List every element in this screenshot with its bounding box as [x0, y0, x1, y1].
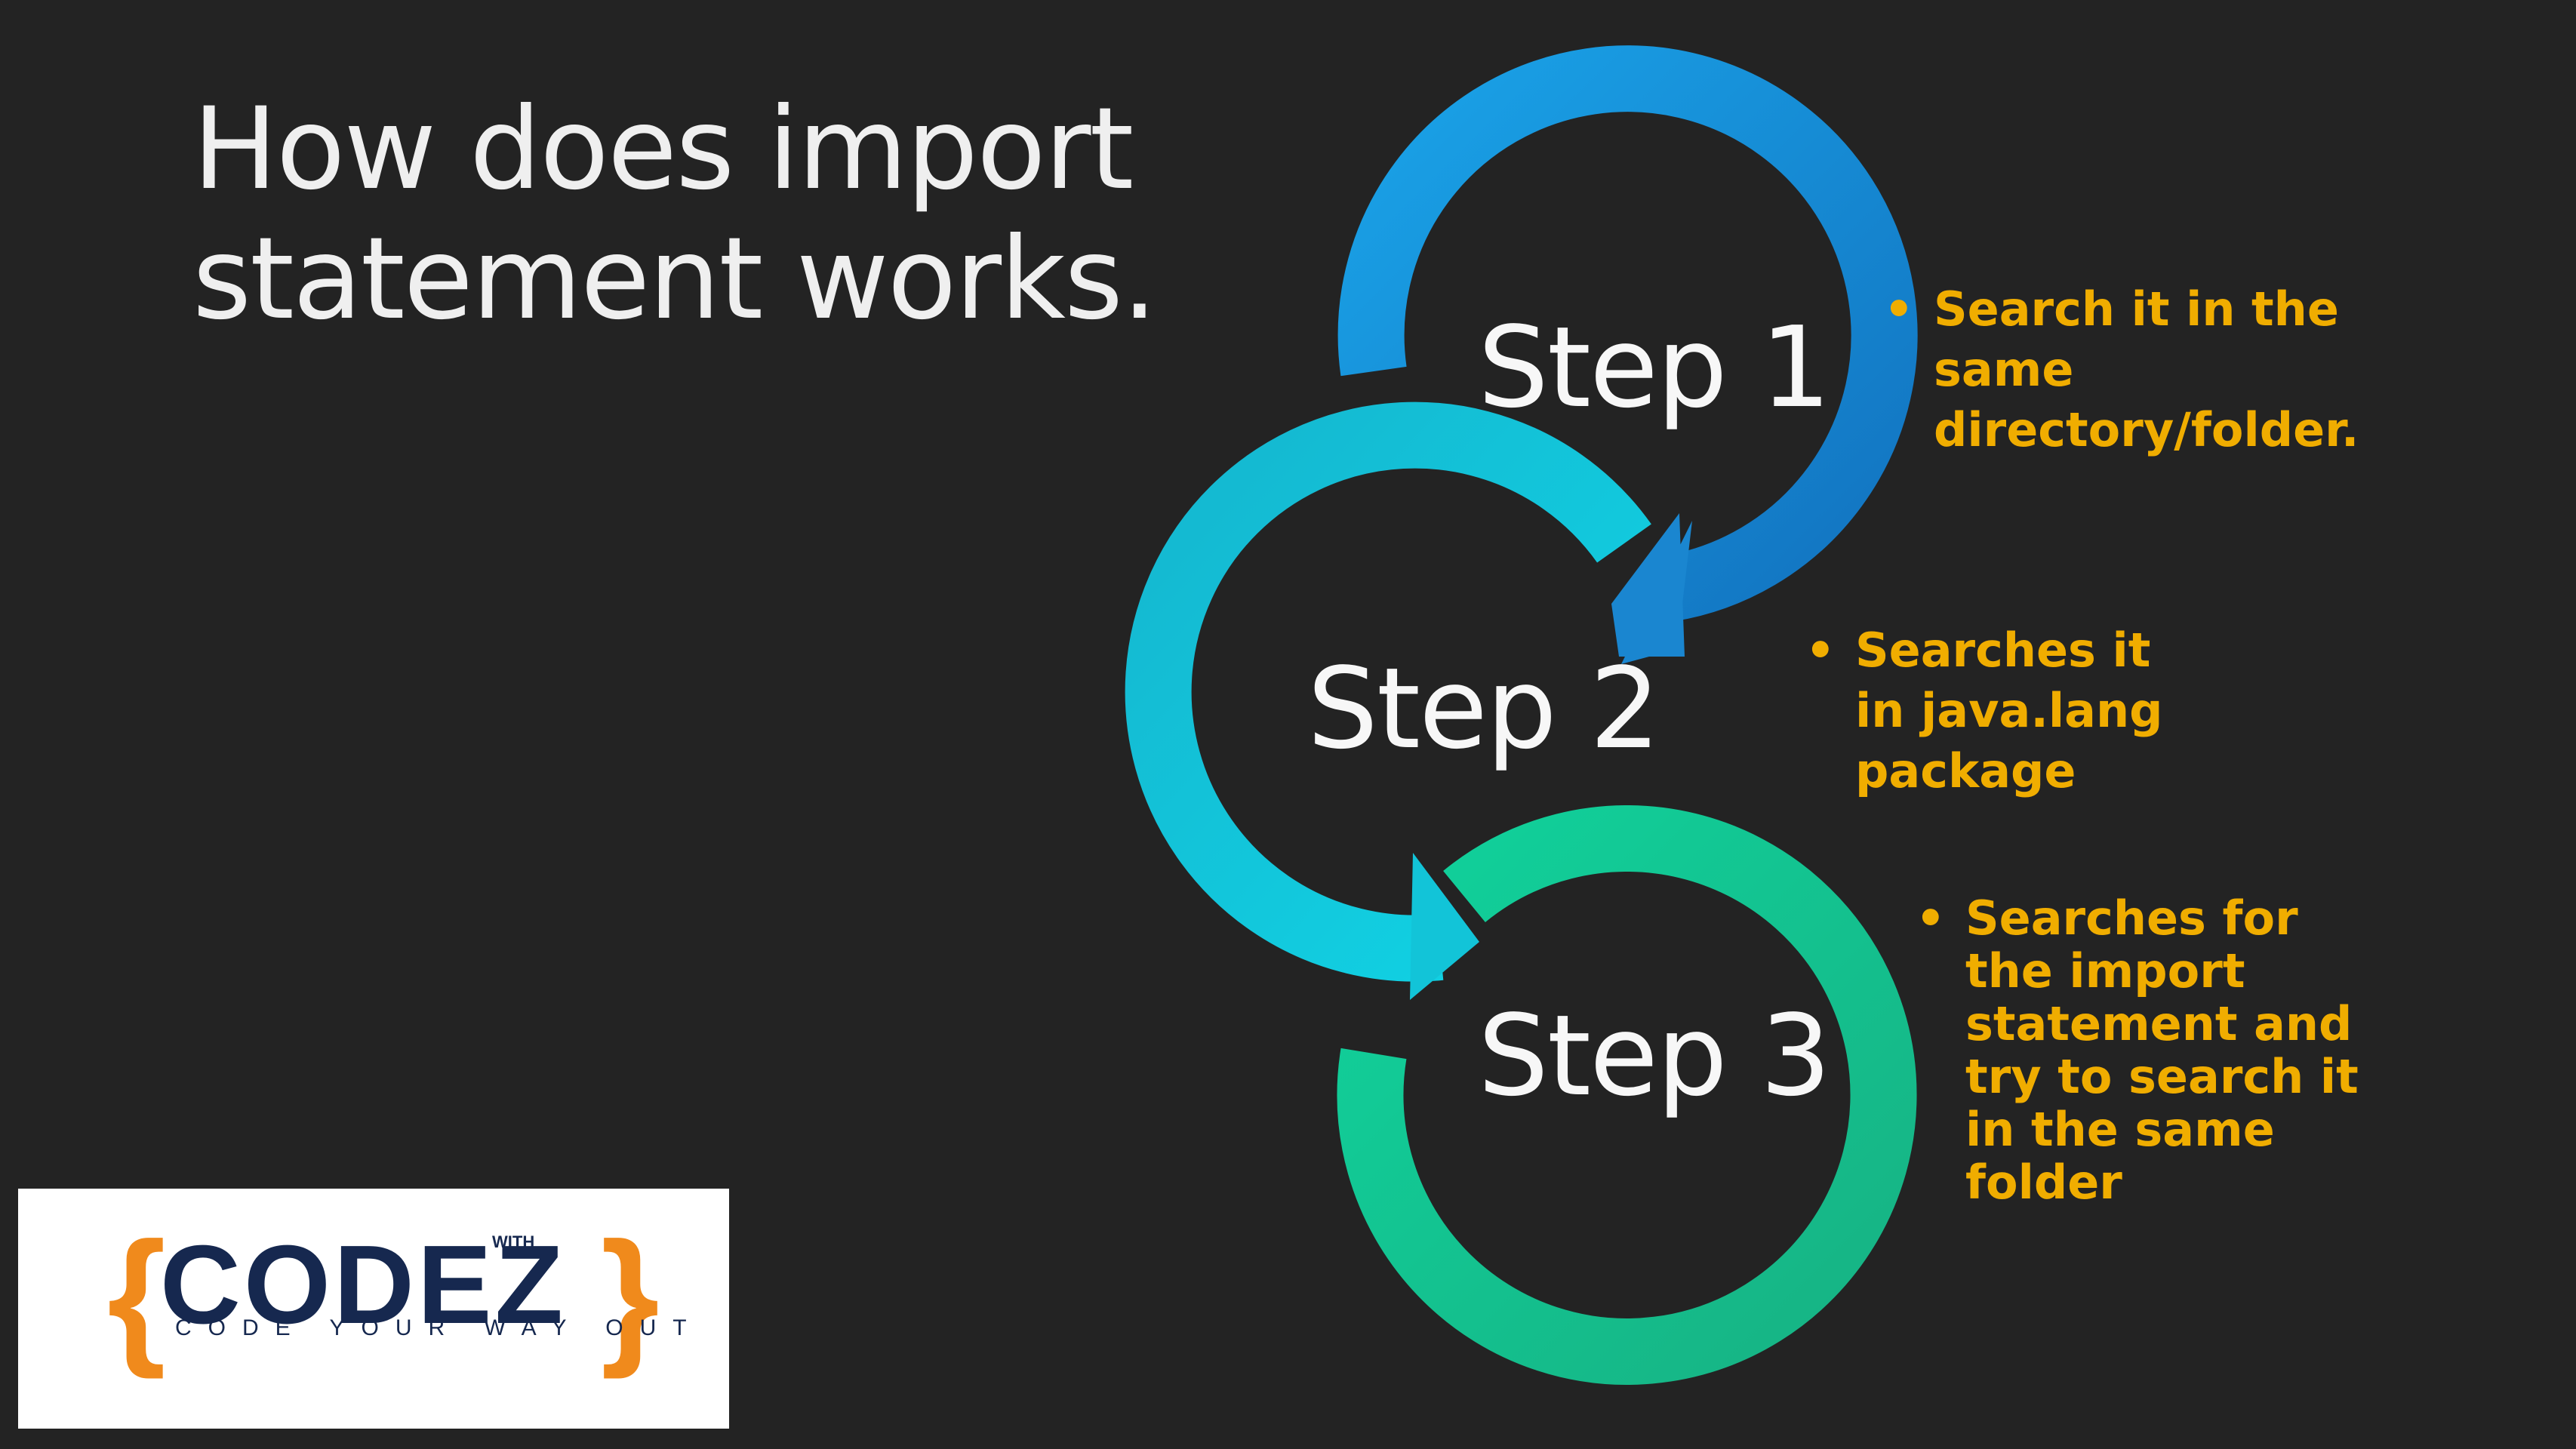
logo-brace-open: { — [107, 1211, 166, 1380]
codez-logo: { CODEZ WITH } CODE YOUR WAY OUT — [18, 1189, 729, 1429]
step-3-note-line: statement and — [1965, 996, 2353, 1051]
step-2-label: Step 2 — [1307, 644, 1659, 774]
step-3-note-line: Searches for — [1965, 891, 2298, 946]
step-3-note-line: folder — [1965, 1155, 2122, 1210]
step-1-ring — [1337, 45, 1918, 664]
step-3-bullet: • — [1916, 891, 1946, 946]
step-2-note: • Searches it in java.lang package — [1805, 620, 2163, 801]
logo-with: WITH — [492, 1232, 535, 1251]
step-3-note-line: the import — [1965, 943, 2245, 998]
step-2-note-line: package — [1855, 743, 2076, 798]
logo-brace-close: } — [601, 1211, 660, 1380]
step-2-bullet: • — [1805, 623, 1836, 678]
step-2-note-line: Searches it — [1855, 623, 2151, 678]
step-1-note: • Search it in the same directory/folder… — [1884, 279, 2359, 460]
step-1-bullet: • — [1884, 281, 1914, 337]
step-3-ring — [1337, 804, 1917, 1385]
step-3-note: • Searches for the import statement and … — [1916, 891, 2359, 1210]
title-line-2: statement works. — [192, 214, 1158, 345]
step-3-note-line: try to search it — [1965, 1049, 2359, 1104]
step-2-ring — [1125, 401, 1651, 1000]
step-2-arrowhead — [1410, 853, 1479, 1000]
title-line-1: How does import — [192, 84, 1134, 215]
step-1-label: Step 1 — [1478, 303, 1830, 432]
step-1-note-line: Search it in the — [1934, 281, 2339, 337]
step-3-label: Step 3 — [1478, 991, 1830, 1121]
step-1-note-line: same — [1934, 342, 2074, 397]
logo-tagline: CODE YOUR WAY OUT — [175, 1315, 703, 1340]
step-2-note-line: in java.lang — [1855, 683, 2163, 738]
logo-wordmark: CODEZ — [160, 1223, 566, 1347]
step-1-note-line: directory/folder. — [1934, 402, 2359, 457]
slide-title: How does import statement works. — [192, 84, 1158, 345]
step-3-note-line: in the same — [1965, 1102, 2275, 1157]
